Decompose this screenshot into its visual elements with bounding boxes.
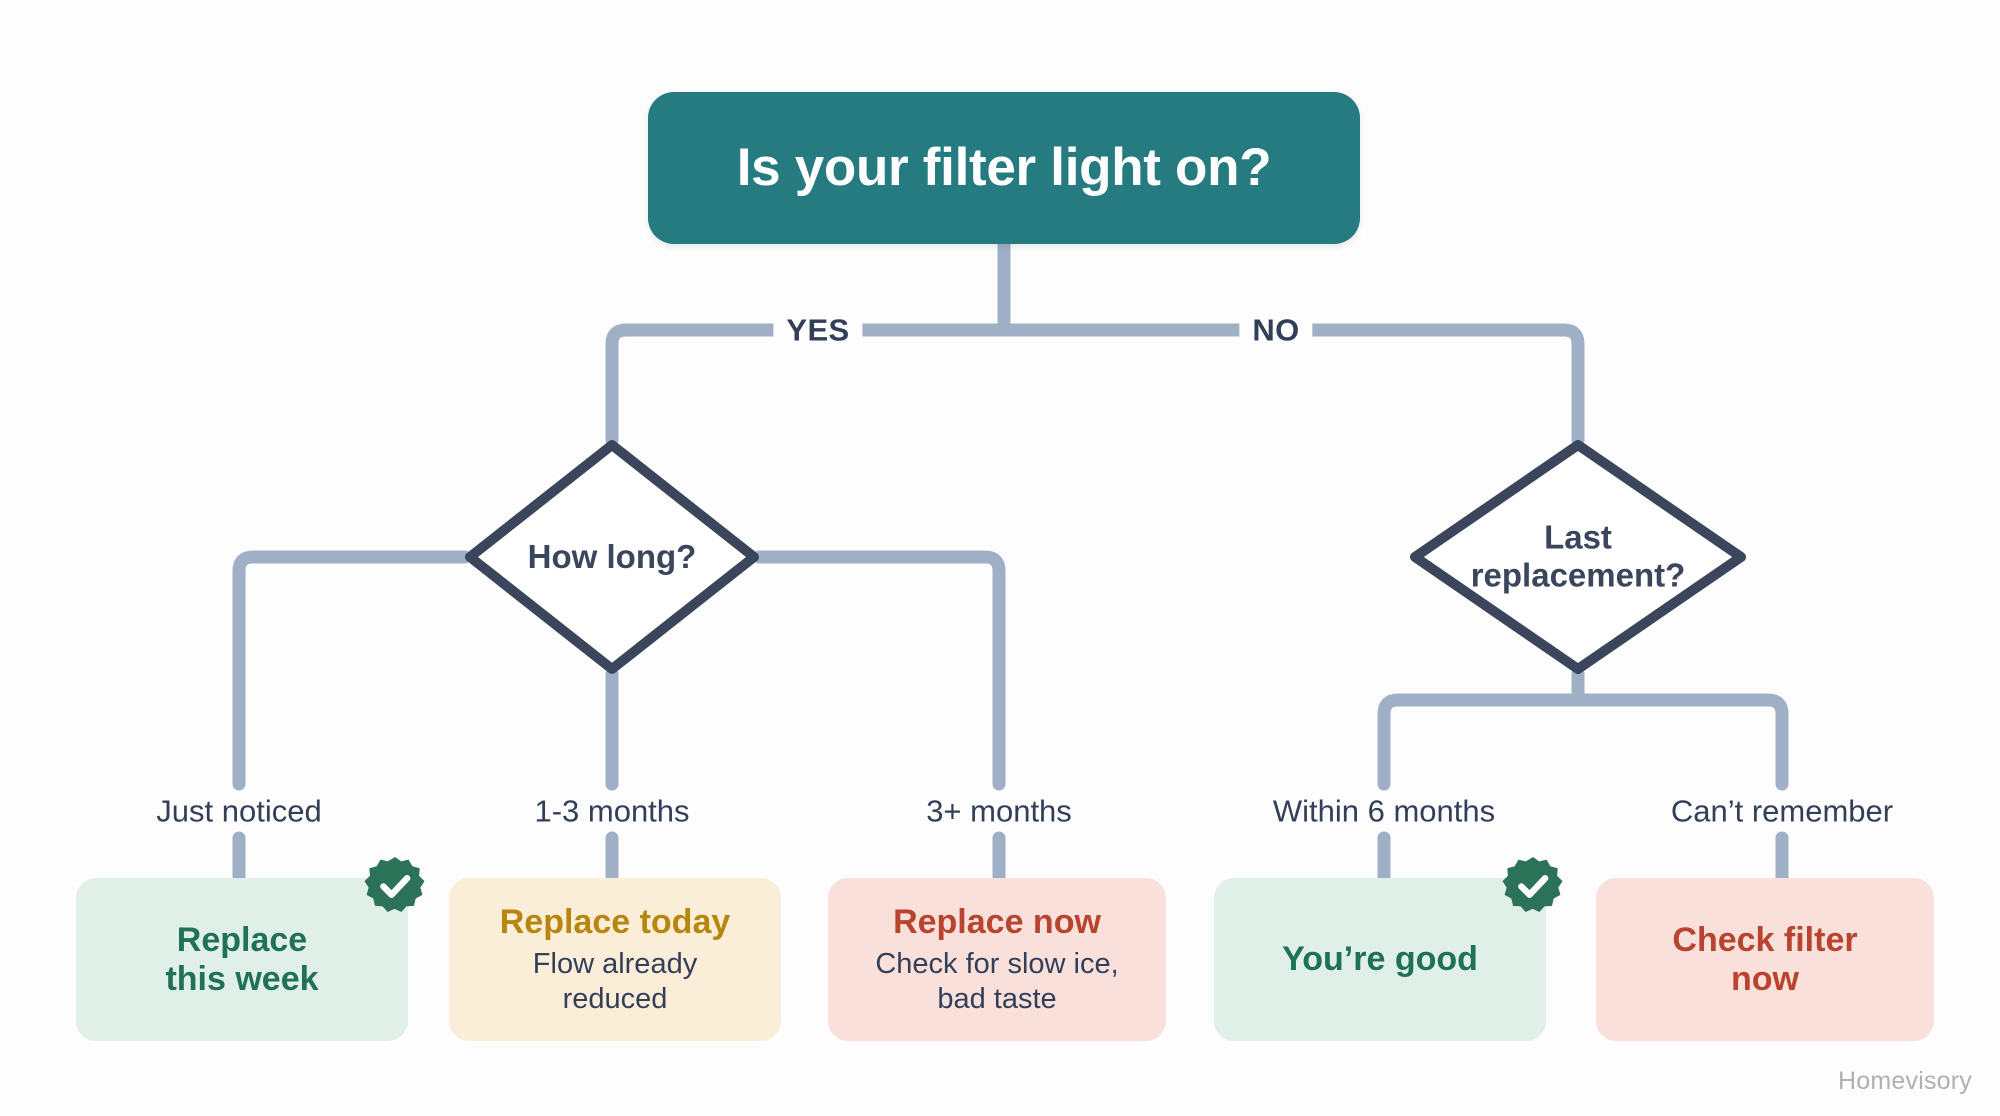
wire-last-left	[1377, 693, 1585, 791]
wire-howlong-left	[232, 550, 472, 791]
outcome-title-line-2: now	[1731, 959, 1799, 998]
decision-label-line-1: Last	[1544, 518, 1612, 556]
outcome-subtitle-replace-today: Flow already reduced	[533, 947, 697, 1015]
outcome-title-replace-today: Replace today	[499, 903, 731, 942]
decision-label-line-2: replacement?	[1470, 557, 1686, 594]
root-question-label: Is your filter light on?	[736, 137, 1272, 197]
wire-last-right	[1571, 693, 1789, 791]
diamond-shape	[1410, 440, 1746, 674]
outcome-title-youre-good: You’re good	[1282, 940, 1478, 979]
root-question-node[interactable]: Is your filter light on?	[648, 92, 1360, 244]
outcome-card-replace-today[interactable]: Replace today Flow already reduced	[449, 878, 781, 1041]
edge-label-within-6-months: Within 6 months	[1258, 795, 1510, 827]
outcome-title-line-1: Replace	[176, 921, 308, 960]
edge-label-cant-remember: Can’t remember	[1656, 795, 1908, 827]
outcome-card-youre-good[interactable]: You’re good	[1214, 856, 1563, 1041]
edge-label-just-noticed: Just noticed	[142, 795, 336, 827]
outcome-card-check-filter-now[interactable]: Check filter now	[1596, 878, 1934, 1041]
outcome-subtitle-line-1: Check for slow ice,	[875, 948, 1119, 981]
decision-label-last-replacement: Last replacement?	[1471, 519, 1686, 596]
outcome-title-replace-now: Replace now	[893, 903, 1101, 942]
outcome-title-check-filter-now: Check filter now	[1672, 921, 1857, 997]
outcome-title-line-1: Check filter	[1672, 921, 1858, 960]
outcome-subtitle-replace-now: Check for slow ice, bad taste	[875, 947, 1118, 1015]
edge-label-1-3-months: 1-3 months	[520, 795, 704, 827]
outcome-card-replace-this-week[interactable]: Replace this week	[76, 856, 425, 1041]
decision-label-line-1: How long?	[527, 537, 697, 575]
verified-check-icon	[364, 855, 426, 917]
decision-label-how-long: How long?	[528, 538, 697, 576]
outcome-subtitle-line-1: Flow already	[532, 948, 698, 981]
decision-node-last-replacement[interactable]: Last replacement?	[1407, 437, 1749, 677]
branch-label-yes: YES	[773, 314, 863, 346]
wire-howlong-right	[752, 550, 1006, 791]
outcome-title-replace-this-week: Replace this week	[165, 921, 318, 997]
outcome-card-replace-now[interactable]: Replace now Check for slow ice, bad tast…	[828, 878, 1166, 1041]
outcome-subtitle-line-2: reduced	[562, 982, 668, 1015]
outcome-title-line-2: this week	[165, 959, 319, 998]
diamond-shape	[465, 440, 759, 674]
outcome-subtitle-line-2: bad taste	[937, 982, 1057, 1015]
decision-node-how-long[interactable]: How long?	[462, 437, 762, 677]
branch-label-no: NO	[1239, 314, 1313, 346]
verified-check-icon	[1502, 855, 1564, 917]
edge-label-3-plus-months: 3+ months	[912, 795, 1086, 827]
watermark-homevisory: Homevisory	[1838, 1067, 1972, 1095]
